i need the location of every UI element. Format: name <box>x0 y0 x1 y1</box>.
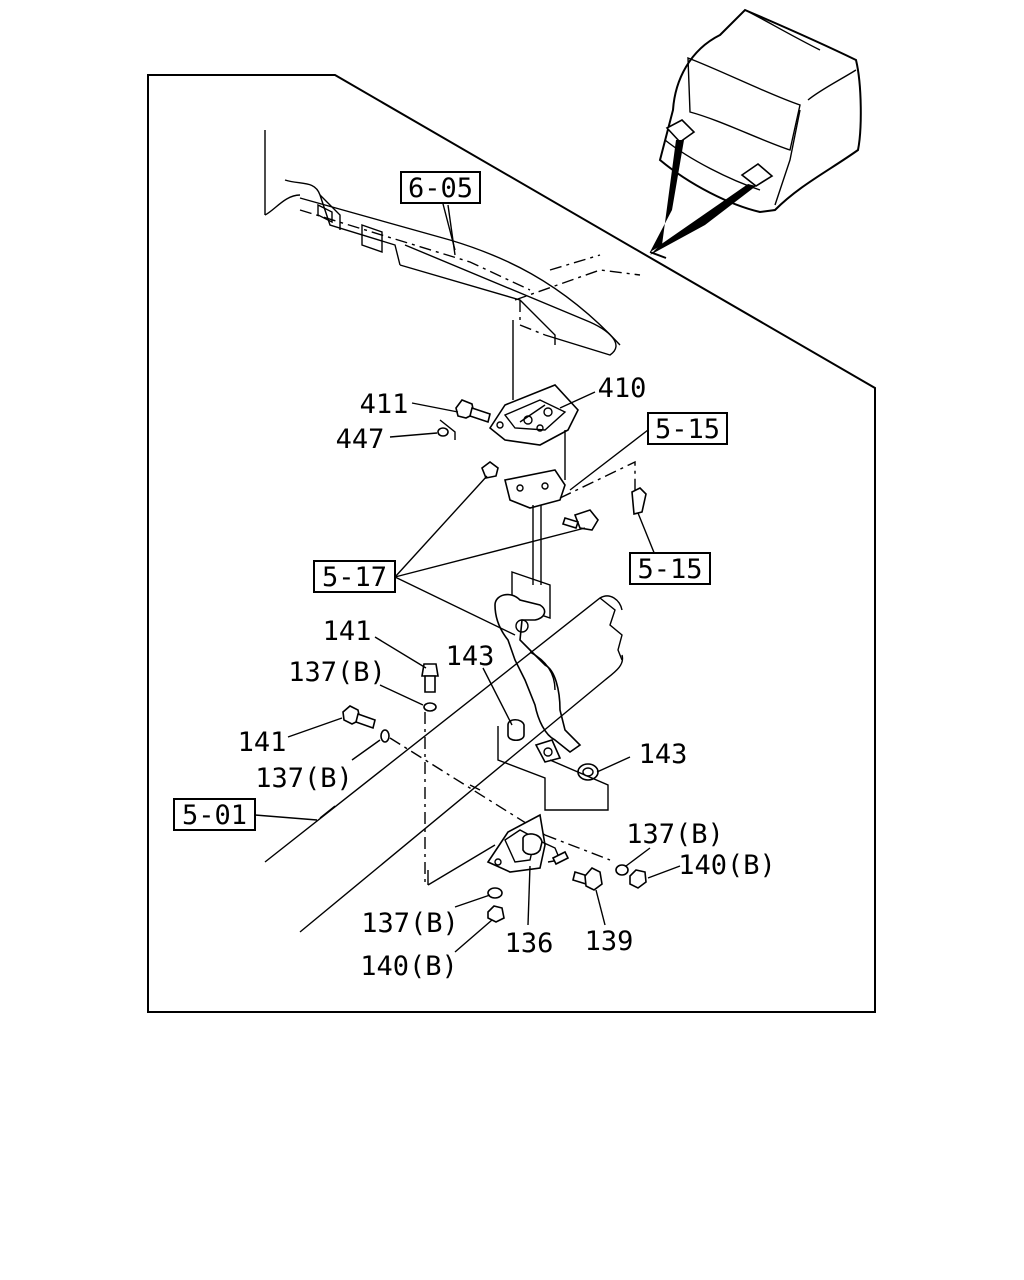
washer-137b-top <box>423 702 437 712</box>
leader-lines <box>254 391 681 953</box>
bolt-141-left <box>342 705 376 730</box>
nut-140b-right <box>629 869 647 889</box>
callout-141-top: 141 <box>323 616 372 647</box>
bolt-411 <box>455 399 491 424</box>
callout-137b-right: 137(B) <box>626 819 724 850</box>
callout-143-left: 143 <box>446 641 495 672</box>
ref-box-5-17-frame <box>313 560 396 593</box>
bushing-143-right <box>577 763 599 781</box>
callout-137b-bottom: 137(B) <box>361 908 459 939</box>
ref-box-5-01-frame <box>173 798 256 831</box>
callout-411: 411 <box>360 389 409 420</box>
upper-bracket-410 <box>488 384 579 446</box>
washer-137b-left <box>380 729 390 743</box>
callout-141-left: 141 <box>238 727 287 758</box>
callout-136: 136 <box>505 928 554 959</box>
plug-447 <box>437 427 449 437</box>
ref-box-5-15-side[interactable]: 5-15 <box>637 554 702 585</box>
ref-box-5-15-top-frame <box>647 412 728 445</box>
bolt-139 <box>572 867 603 891</box>
frame-side-rail <box>264 595 624 933</box>
ref-box-6-05[interactable]: 6-05 <box>408 173 473 204</box>
nut-140b-bottom <box>487 905 505 923</box>
washer-137b-bottom <box>487 887 503 899</box>
ref-box-5-15-side-frame <box>629 552 711 585</box>
callout-140b-right: 140(B) <box>678 850 776 881</box>
washer-137b-right <box>615 864 629 876</box>
callout-140b-bottom: 140(B) <box>360 951 458 982</box>
callout-137b-left: 137(B) <box>255 763 353 794</box>
diagram-frame <box>147 74 876 1013</box>
ref-box-6-05-frame <box>400 171 481 204</box>
cab-inset-illustration <box>649 8 862 259</box>
callout-143-right: 143 <box>639 739 688 770</box>
callout-447: 447 <box>336 424 385 455</box>
callout-139: 139 <box>585 926 634 957</box>
ref-box-5-01[interactable]: 5-01 <box>182 800 247 831</box>
callout-137b-top: 137(B) <box>288 657 386 688</box>
bolt-5-15 <box>631 487 647 516</box>
sensor-link-arm <box>494 593 582 763</box>
bolt-141-top <box>421 663 439 693</box>
lower-bracket-136 <box>486 813 570 873</box>
cab-crossmember <box>264 130 641 356</box>
sensor-plate <box>481 461 599 531</box>
callout-410: 410 <box>598 373 647 404</box>
ref-box-5-17[interactable]: 5-17 <box>322 562 387 593</box>
ref-box-5-15-top[interactable]: 5-15 <box>655 414 720 445</box>
